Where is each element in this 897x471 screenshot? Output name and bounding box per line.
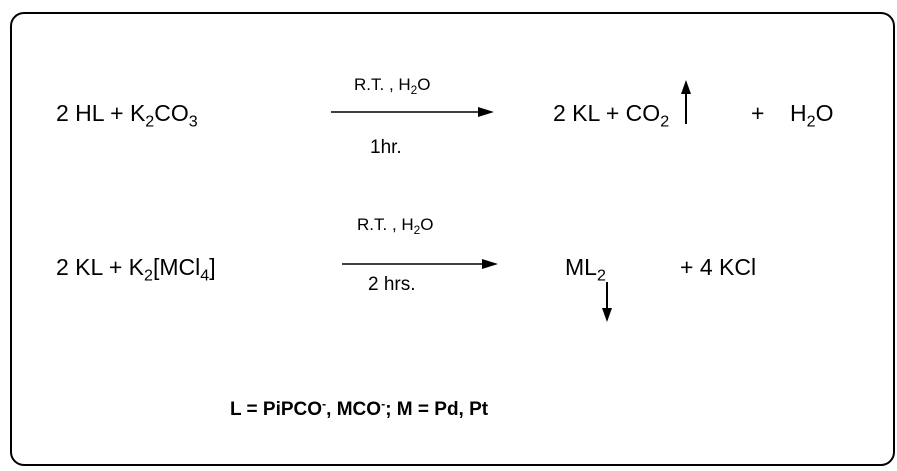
scheme-frame	[10, 12, 895, 466]
reaction2-arrow	[342, 259, 498, 269]
reaction2-byproduct: + 4 KCl	[680, 254, 757, 280]
reaction2-condition-bottom: 2 hrs.	[368, 274, 416, 295]
reaction1-condition-top: R.T. , H2O	[354, 75, 431, 98]
reaction2-product: ML2	[565, 254, 606, 285]
ligand-metal-legend: L = PiPCO-, MCO-; M = Pd, Pt	[230, 397, 489, 420]
reaction1-reactants: 2 HL + K2CO3	[56, 100, 198, 131]
reaction2-reactants: 2 KL + K2[MCl4]	[56, 254, 216, 285]
reaction1-products: 2 KL + CO2	[553, 100, 670, 131]
precipitate-arrow	[602, 282, 612, 322]
reaction1-condition-bottom: 1hr.	[370, 137, 402, 158]
reaction1-arrow	[331, 107, 494, 117]
reaction1-water: H2O	[790, 100, 834, 131]
reaction1-plus: +	[751, 100, 765, 126]
reaction2-condition-top: R.T. , H2O	[357, 215, 434, 238]
co2-gas-evolution-arrow	[681, 80, 691, 124]
